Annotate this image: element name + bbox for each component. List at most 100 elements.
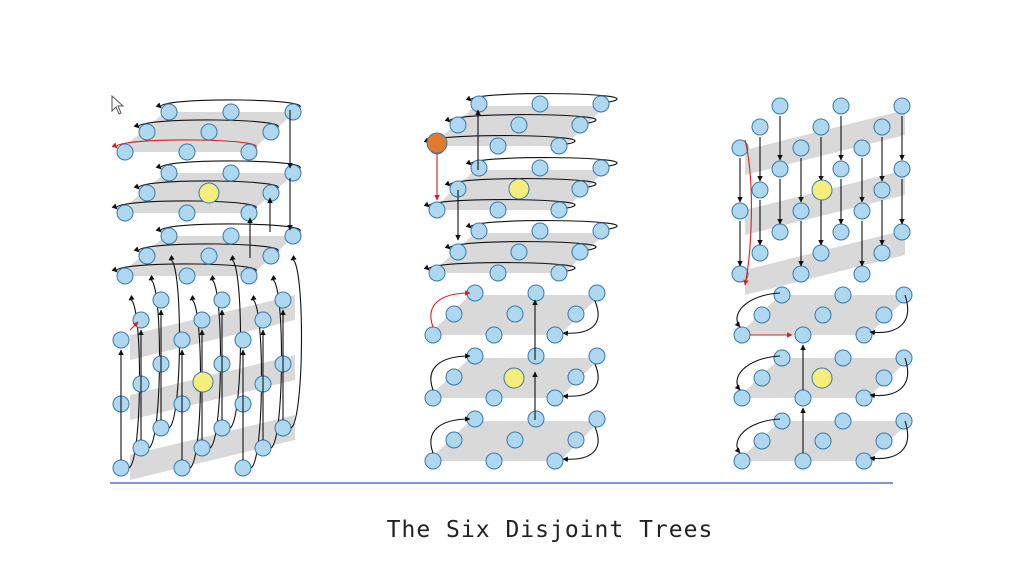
grid-node [152, 291, 170, 309]
grid-node [875, 306, 893, 324]
panel-left [111, 99, 303, 480]
grid-node [428, 264, 446, 282]
grid-node [893, 97, 911, 115]
grid-node [200, 247, 218, 265]
panel-right [731, 97, 913, 470]
grid-node [853, 139, 871, 157]
grid-node [470, 222, 488, 240]
root-node [426, 132, 448, 154]
mouse-pointer-icon [111, 95, 125, 115]
grid-node [138, 247, 156, 265]
grid-node [527, 284, 545, 302]
highlight-edge [743, 139, 752, 286]
grid-node [571, 116, 589, 134]
layer-band [130, 415, 295, 480]
tree-edge [562, 363, 599, 400]
grid-node [531, 222, 549, 240]
grid-node [240, 143, 258, 161]
tree-edge [133, 119, 279, 131]
grid-node [550, 137, 568, 155]
grid-node [116, 267, 134, 285]
grid-node [262, 123, 280, 141]
grid-node [485, 326, 503, 344]
tree-edge [869, 420, 909, 462]
grid-node [895, 349, 913, 367]
grid-node [567, 431, 585, 449]
grid-node [853, 265, 871, 283]
grid-node [733, 452, 751, 470]
tree-edge [133, 180, 279, 192]
layer-band [745, 170, 905, 235]
grid-node [116, 143, 134, 161]
grid-node [731, 202, 749, 220]
grid-node [875, 369, 893, 387]
tree-edge [869, 294, 909, 336]
layer-band [745, 230, 905, 295]
grid-node [773, 349, 791, 367]
grid-node [152, 419, 170, 437]
highlight-edge [111, 139, 257, 151]
tree-edge [430, 416, 471, 454]
grid-node [424, 452, 442, 470]
grid-node [792, 139, 810, 157]
grid-node [812, 244, 830, 262]
grid-node [485, 452, 503, 470]
grid-node [855, 389, 873, 407]
tree-edge [111, 263, 257, 275]
tree-edge [133, 243, 279, 255]
grid-node [445, 368, 463, 386]
grid-node [855, 452, 873, 470]
tree-edge [430, 353, 471, 391]
grid-node [284, 227, 302, 245]
grid-node [510, 243, 528, 261]
slide-caption: The Six Disjoint Trees [386, 517, 714, 543]
layer-band [130, 295, 295, 360]
grid-node [424, 326, 442, 344]
grid-node [753, 432, 771, 450]
grid-node [550, 264, 568, 282]
tree-edge [869, 357, 909, 399]
grid-node [855, 326, 873, 344]
grid-node [284, 164, 302, 182]
center-node [811, 367, 833, 389]
grid-node [531, 159, 549, 177]
grid-node [753, 369, 771, 387]
grid-node [873, 118, 891, 136]
grid-node [449, 243, 467, 261]
grid-node [592, 95, 610, 113]
grid-node [546, 389, 564, 407]
center-node [503, 367, 525, 389]
grid-node [132, 439, 150, 457]
grid-node [284, 103, 302, 121]
grid-node [550, 201, 568, 219]
tree-edge [734, 355, 781, 391]
grid-node [753, 306, 771, 324]
layer-band [130, 355, 295, 420]
grid-node [771, 97, 789, 115]
grid-node [116, 204, 134, 222]
grid-node [751, 244, 769, 262]
tree-edge [290, 254, 303, 429]
grid-node [510, 116, 528, 134]
grid-node [751, 181, 769, 199]
tree-edge [155, 160, 301, 172]
grid-node [213, 419, 231, 437]
grid-node [112, 459, 130, 477]
grid-node [588, 410, 606, 428]
grid-node [733, 389, 751, 407]
grid-node [814, 306, 832, 324]
grid-node [160, 103, 178, 121]
grid-node [531, 95, 549, 113]
grid-node [173, 331, 191, 349]
grid-node [733, 326, 751, 344]
grid-node [832, 223, 850, 241]
grid-node [571, 243, 589, 261]
grid-node [193, 311, 211, 329]
grid-node [812, 118, 830, 136]
grid-node [546, 326, 564, 344]
center-node [198, 182, 220, 204]
grid-node [112, 331, 130, 349]
grid-node [240, 267, 258, 285]
grid-node [222, 164, 240, 182]
